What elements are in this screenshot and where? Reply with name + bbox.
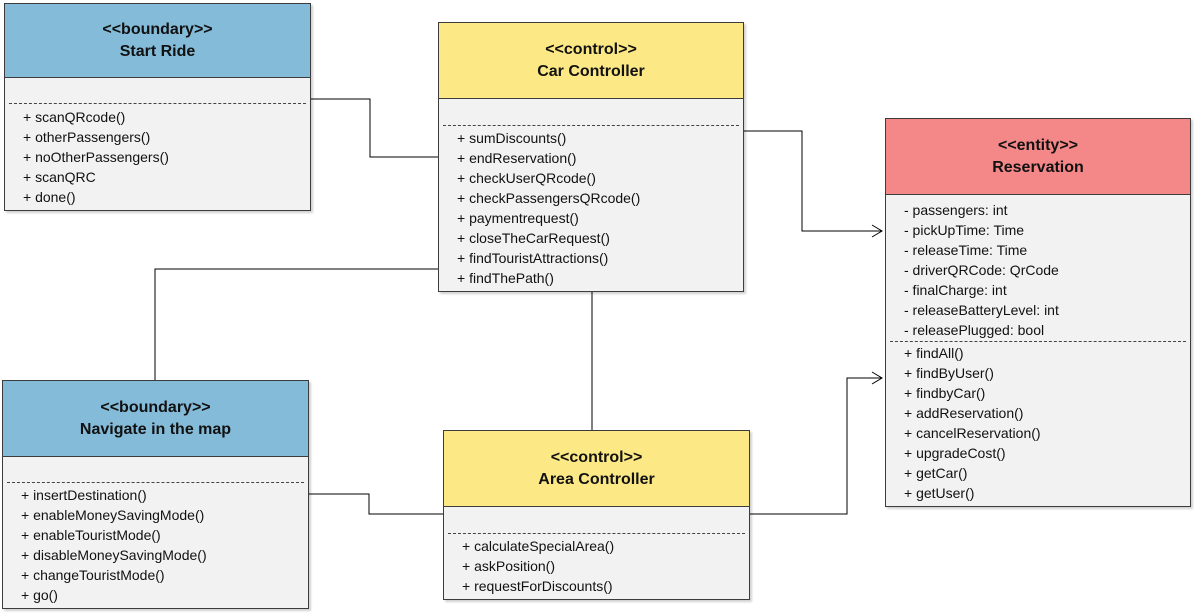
operation: + insertDestination() (21, 487, 147, 503)
operation: + noOtherPassengers() (23, 149, 169, 165)
class-reservation: <<entity>> Reservation - passengers: int… (885, 118, 1191, 507)
arrowhead-reservation-1 (871, 224, 883, 238)
connector-carcontroller-reservation (744, 130, 882, 232)
attribute: - pickUpTime: Time (904, 222, 1025, 238)
operation: + otherPassengers() (23, 129, 151, 145)
connector-carcontroller-navigate (154, 268, 438, 380)
stereotype: <<boundary>> (102, 20, 213, 38)
attribute: - releaseBatteryLevel: int (904, 302, 1059, 318)
attribute: - releasePlugged: bool (904, 322, 1045, 338)
operation: + go() (21, 587, 58, 603)
attribute: - passengers: int (904, 202, 1008, 218)
operation: + scanQRcode() (23, 109, 126, 125)
operation: + checkUserQRcode() (457, 170, 596, 186)
compartment-divider (9, 103, 306, 104)
compartment-divider (443, 125, 739, 126)
compartment-divider (7, 482, 304, 483)
operation: + getUser() (904, 485, 975, 501)
class-header: <<boundary>> Navigate in the map (3, 381, 308, 457)
attribute: - finalCharge: int (904, 282, 1007, 298)
class-header: <<control>> Car Controller (439, 23, 743, 99)
class-navigate-in-the-map: <<boundary>> Navigate in the map + inser… (2, 380, 309, 609)
stereotype: <<control>> (550, 448, 643, 466)
stereotype: <<boundary>> (100, 398, 211, 416)
stereotype: <<entity>> (997, 136, 1079, 154)
class-name: Navigate in the map (79, 420, 232, 438)
operation: + endReservation() (457, 150, 577, 166)
operation: + enableTouristMode() (21, 527, 161, 543)
class-name: Area Controller (538, 470, 655, 488)
operation: + getCar() (904, 465, 968, 481)
attribute: - driverQRCode: QrCode (904, 262, 1059, 278)
operation: + changeTouristMode() (21, 567, 165, 583)
operations-list: + sumDiscounts() + endReservation() + ch… (439, 128, 743, 288)
class-header: <<boundary>> Start Ride (5, 4, 310, 78)
class-area-controller: <<control>> Area Controller + calculateS… (443, 430, 750, 600)
class-header: <<control>> Area Controller (444, 431, 749, 507)
operation: + enableMoneySavingMode() (21, 507, 205, 523)
connector-area-reservation (750, 377, 882, 515)
operation: + addReservation() (904, 405, 1024, 421)
operation: + requestForDiscounts() (462, 578, 613, 594)
operation: + cancelReservation() (904, 425, 1041, 441)
class-start-ride: <<boundary>> Start Ride + scanQRcode() +… (4, 3, 311, 211)
operation: + calculateSpecialArea() (462, 538, 615, 554)
operations-list: + insertDestination() + enableMoneySavin… (3, 485, 308, 605)
operations-list: + calculateSpecialArea() + askPosition()… (444, 536, 749, 596)
class-car-controller: <<control>> Car Controller + sumDiscount… (438, 22, 744, 292)
operations-list: + scanQRcode() + otherPassengers() + noO… (5, 107, 310, 207)
attributes-list: - passengers: int - pickUpTime: Time - r… (886, 200, 1190, 340)
operations-list: + findAll() + findByUser() + findbyCar()… (886, 343, 1190, 503)
compartment-divider (448, 533, 745, 534)
operation: + findbyCar() (904, 385, 986, 401)
class-name: Start Ride (119, 42, 196, 60)
operation: + findByUser() (904, 365, 994, 381)
attribute: - releaseTime: Time (904, 242, 1028, 258)
class-name: Reservation (992, 158, 1084, 176)
operation: + closeTheCarRequest() (457, 230, 610, 246)
compartment-divider (890, 341, 1186, 342)
connector-navigate-area (309, 493, 443, 515)
operation: + findThePath() (457, 270, 554, 286)
operation: + findTouristAttractions() (457, 250, 609, 266)
operation: + askPosition() (462, 558, 555, 574)
operation: + done() (23, 189, 76, 205)
operation: + scanQRC (23, 169, 96, 185)
arrowhead-reservation-2 (871, 371, 883, 385)
stereotype: <<control>> (545, 40, 637, 58)
operation: + disableMoneySavingMode() (21, 547, 207, 563)
connector-startride-carcontroller (311, 98, 438, 158)
operation: + checkPassengersQRcode() (457, 190, 641, 206)
class-header: <<entity>> Reservation (886, 119, 1190, 195)
operation: + findAll() (904, 345, 964, 361)
operation: + upgradeCost() (904, 445, 1006, 461)
operation: + paymentrequest() (457, 210, 579, 226)
class-name: Car Controller (537, 62, 645, 80)
operation: + sumDiscounts() (457, 130, 567, 146)
